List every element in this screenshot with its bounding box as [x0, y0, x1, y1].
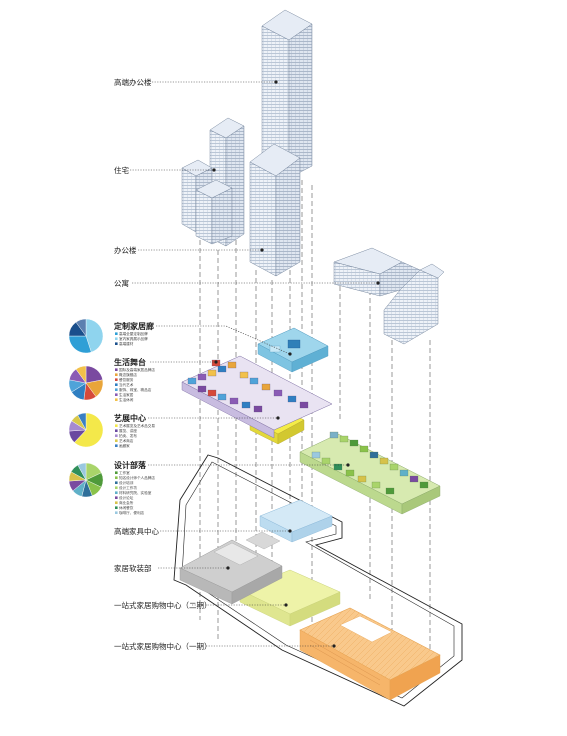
pie-slice	[75, 318, 87, 337]
legend-entry: 画廊家	[119, 443, 130, 448]
legend-entry: 拍卖、发布	[119, 433, 137, 438]
label-high-end-furniture: 高端家具中心	[114, 526, 159, 536]
pie-slice	[77, 412, 87, 431]
label-design-tribe: 设计部落	[114, 460, 147, 470]
label-high-end-office: 高端办公楼	[114, 77, 152, 87]
legend-entry: 艺术商店	[119, 438, 134, 443]
legend-entry: 餐饮服务	[119, 377, 134, 382]
legend-entry: 材料研究院、实验室	[119, 490, 152, 495]
legend-swatch	[115, 393, 118, 396]
building-labels: 高端办公楼 住宅 办公楼 公寓 定制家居廊 生活舞台 艺展中心 设计部落 高端家…	[113, 77, 212, 651]
pie-chart-exhibition	[68, 412, 104, 448]
label-residence: 住宅	[114, 165, 129, 175]
pie-slice	[74, 412, 104, 448]
legend-entry: 知名设计师个人品牌店	[119, 475, 155, 480]
legend-swatch	[115, 501, 118, 504]
label-office: 办公楼	[114, 245, 137, 255]
custom-home-gallery-block	[257, 327, 329, 373]
apartment-building	[333, 247, 445, 345]
legend-entry: 咖啡厅、便利店	[119, 510, 145, 515]
legend-entry: 休闲餐饮	[119, 505, 134, 510]
legend-entry: 设计培训	[119, 480, 134, 485]
legend-swatch	[115, 342, 118, 345]
legend-swatch	[115, 444, 118, 447]
legend-swatch	[115, 511, 118, 514]
office-tower	[249, 143, 301, 277]
legend-swatch	[115, 496, 118, 499]
legend-swatch	[115, 429, 118, 432]
legend-swatch	[115, 424, 118, 427]
high-end-office-tower	[261, 9, 313, 179]
legend-swatch	[115, 373, 118, 376]
pie-chart-life-stage	[68, 365, 104, 401]
legend-swatch	[115, 378, 118, 381]
leader-lines	[130, 80, 380, 648]
mall-phase1-block	[299, 607, 441, 701]
pie-slice	[75, 365, 87, 384]
label-exhibition: 艺展中心	[114, 413, 146, 423]
legend-swatch	[115, 434, 118, 437]
legend-swatch	[115, 476, 118, 479]
legend-entry: 概念旗舰店	[119, 372, 137, 377]
soft-furnishing-block	[179, 531, 283, 605]
legend-swatch	[115, 398, 118, 401]
legend-entry: 服饰、珠宝、精品店	[119, 387, 152, 392]
legend-swatch	[115, 439, 118, 442]
legend-swatch	[115, 388, 118, 391]
legend-entry: 工作室	[119, 470, 130, 475]
legend-swatch	[115, 337, 118, 340]
pie-slice	[68, 335, 92, 354]
legend-swatch	[115, 471, 118, 474]
life-stage-block	[181, 355, 333, 439]
legend-swatch	[115, 491, 118, 494]
legend-entry: 国际及高端家居品牌店	[119, 367, 155, 372]
legend-entry: 设计工作坊	[119, 485, 137, 490]
pie-chart-custom-home	[68, 318, 104, 354]
legend-entry: 室内家具展示品牌	[119, 336, 148, 341]
legend-swatch	[115, 486, 118, 489]
label-custom-home: 定制家居廊	[113, 321, 154, 331]
label-mall-phase1: 一站式家居购物中心（一期）	[114, 641, 212, 651]
pie-slice	[77, 462, 87, 481]
legend-entry: 设计论坛	[119, 495, 134, 500]
legend-entry: 展览、讲座	[119, 428, 137, 433]
legend-entry: 商业会所	[119, 500, 134, 505]
legend-entry: 高端全屋定制品牌	[119, 331, 148, 336]
legend-swatch	[115, 506, 118, 509]
label-life-stage: 生活舞台	[114, 357, 146, 367]
legend-swatch	[115, 368, 118, 371]
design-tribe-block	[299, 431, 441, 515]
residential-towers	[181, 117, 245, 247]
pie-chart-design-tribe	[68, 462, 104, 498]
legend-swatch	[115, 481, 118, 484]
pie-slice	[85, 318, 104, 353]
high-end-furniture-block	[259, 499, 333, 543]
legend-entry: 生活家居	[119, 392, 134, 397]
legend-design-tribe: 工作室知名设计师个人品牌店设计培训设计工作坊材料研究院、实验室设计论坛商业会所休…	[115, 470, 155, 515]
label-soft-furnishing: 家居软装部	[114, 563, 152, 573]
legend-swatch	[115, 383, 118, 386]
legend-swatch	[115, 332, 118, 335]
legend-entry: 生活休闲	[119, 397, 134, 402]
label-apartment: 公寓	[114, 278, 129, 288]
legend-entry: 当代艺术	[119, 382, 134, 387]
legend-entry: 艺术展览及艺术品交易	[119, 423, 155, 428]
label-mall-phase2: 一站式家居购物中心（二期）	[114, 600, 212, 610]
legend-entry: 高端建材	[119, 341, 134, 346]
